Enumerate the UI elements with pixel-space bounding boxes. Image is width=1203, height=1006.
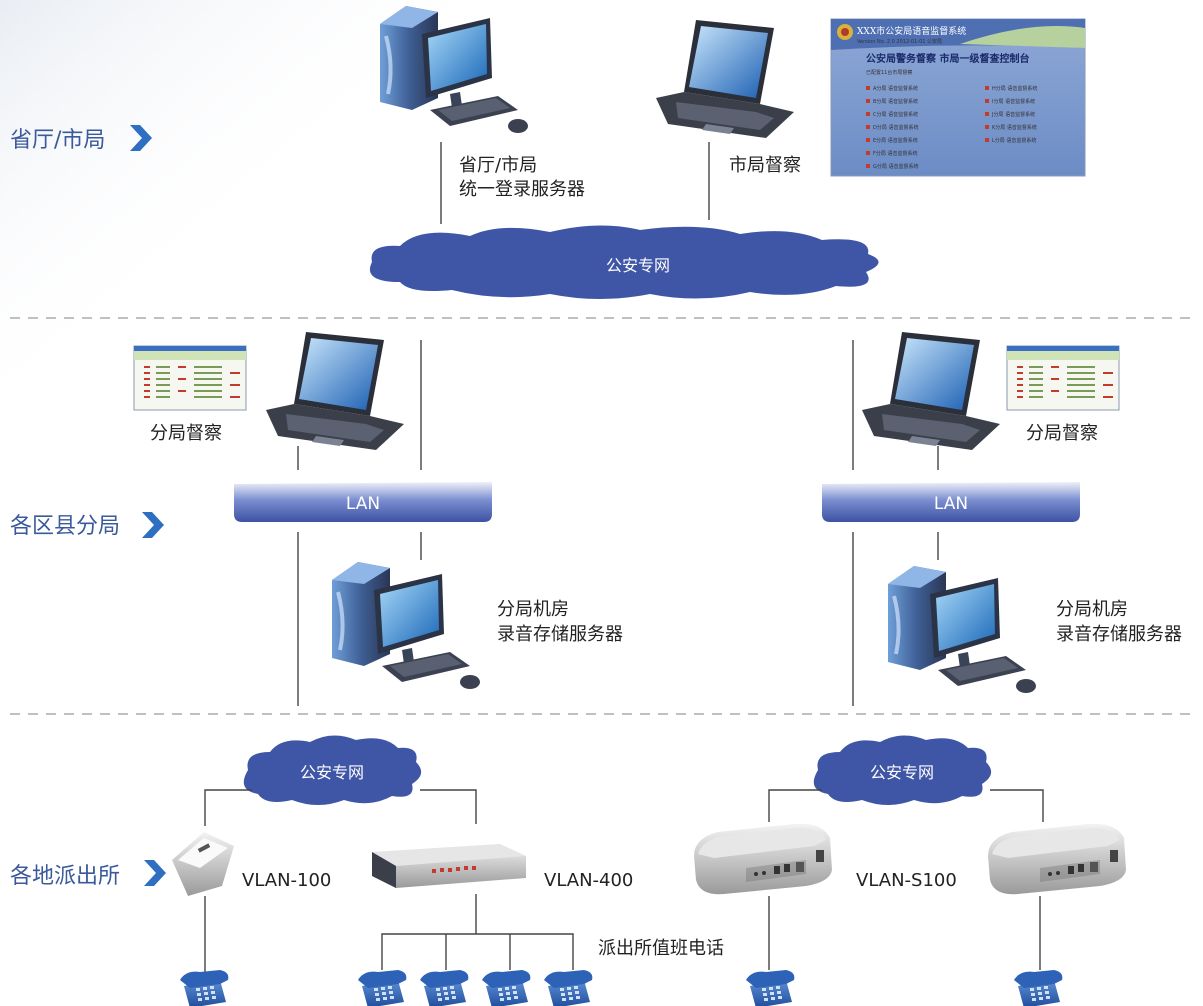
vlans100-label: VLAN-S100 — [856, 870, 957, 891]
telephone-icon — [180, 970, 229, 1006]
cloud-icon — [813, 735, 992, 805]
branch-server-right-computer-icon — [886, 564, 1038, 695]
tier-label-station-text: 各地派出所 — [10, 864, 120, 889]
telephone-icon — [482, 970, 531, 1006]
console-item: A分局 语音监督系统 — [873, 85, 918, 92]
top-cloud-label: 公安专网 — [606, 256, 670, 275]
console-item: K分局 语音监督系统 — [992, 124, 1037, 131]
console-caption: 已配置11台市局督察 — [866, 69, 912, 76]
console-item: G分局 语音监督系统 — [873, 163, 918, 170]
lan-bar-icon — [234, 482, 492, 522]
router-icon — [988, 823, 1126, 895]
station-cloud-right-label: 公安专网 — [870, 763, 934, 782]
console-item: H分局 语音监督系统 — [992, 85, 1037, 92]
tier-label-station: 各地派出所 — [10, 860, 166, 889]
console-item: C分局 语音监督系统 — [873, 111, 918, 118]
console-screenshot: XXX市公安局语音监督系统 Version No. 2.0 2012-01-01… — [830, 18, 1086, 177]
telephone-icon — [420, 970, 469, 1006]
link-cloud-router-left — [768, 789, 822, 822]
login-server-label-line2: 统一登录服务器 — [459, 179, 585, 200]
login-server-label-line1: 省厅/市局 — [459, 155, 537, 176]
duty-phones-label: 派出所值班电话 — [598, 938, 724, 959]
city-supervision-laptop-icon — [656, 20, 794, 138]
lan-bar-left: LAN — [234, 482, 492, 522]
telephone-icon — [746, 970, 795, 1006]
branch-server-left-label-line1: 分局机房 — [497, 599, 569, 620]
console-list-left: A分局 语音监督系统 B分局 语音监督系统 C分局 语音监督系统 D分局 语音监… — [866, 85, 918, 170]
cloud-icon — [243, 735, 422, 805]
router-icon — [694, 823, 832, 895]
vlan100-device — [172, 832, 234, 896]
branch-supervision-left-label: 分局督察 — [150, 423, 222, 444]
phone-bus — [381, 933, 574, 970]
chevron-right-icon — [144, 860, 166, 886]
tier-label-province: 省厅/市局 — [10, 125, 152, 153]
chevron-right-icon — [130, 125, 152, 151]
console-item: D分局 语音监督系统 — [873, 124, 918, 131]
station-cloud-left: 公安专网 — [243, 735, 422, 805]
telephone-icon — [1014, 970, 1063, 1006]
lan-right-label: LAN — [934, 494, 968, 514]
vlan400-device — [372, 844, 526, 888]
lan-left-label: LAN — [346, 494, 380, 514]
chevron-right-icon — [142, 512, 164, 538]
console-subtitle: Version No. 2.0 2012-01-01 公安局 — [857, 38, 942, 45]
vlan400-label: VLAN-400 — [544, 870, 633, 891]
console-item: B分局 语音监督系统 — [873, 98, 918, 105]
link-cloud-vlan100 — [204, 789, 252, 826]
console-item: J分局 语音监督系统 — [991, 111, 1035, 118]
console-item: E分局 语音监督系统 — [873, 137, 918, 144]
console-title: XXX市公安局语音监督系统 — [857, 25, 966, 37]
console-item: L分局 语音监督系统 — [992, 137, 1036, 144]
station-cloud-left-label: 公安专网 — [300, 763, 364, 782]
console-list-right: H分局 语音监督系统 I分局 语音监督系统 J分局 语音监督系统 K分局 语音监… — [985, 85, 1037, 144]
tier-label-province-text: 省厅/市局 — [10, 128, 105, 153]
branch-supervision-right-label: 分局督察 — [1026, 423, 1098, 444]
console-heading: 公安局警务督察 市局一级督查控制台 — [866, 52, 1029, 65]
lan-bar-icon — [822, 482, 1080, 522]
console-item: F分局 语音监督系统 — [873, 150, 917, 157]
branch-screenshot-left — [133, 345, 247, 411]
branch-screenshot-right — [1006, 345, 1120, 411]
branch-server-right-label-line2: 录音存储服务器 — [1056, 624, 1182, 645]
branch-supervision-laptop-right-icon — [862, 332, 1000, 450]
telephone-icon — [358, 970, 407, 1006]
top-cloud: 公安专网 — [369, 225, 879, 299]
branch-server-left-label-line2: 录音存储服务器 — [497, 624, 623, 645]
link-cloud-vlan400 — [420, 789, 477, 824]
branch-server-right-label-line1: 分局机房 — [1056, 599, 1128, 620]
tier-label-district-text: 各区县分局 — [10, 514, 120, 539]
tier-label-district: 各区县分局 — [10, 512, 164, 539]
city-supervision-label: 市局督察 — [729, 155, 801, 176]
branch-server-left-computer-icon — [330, 560, 482, 691]
cloud-icon — [369, 225, 879, 299]
link-cloud-router-right — [990, 789, 1044, 822]
telephone-icon — [544, 970, 593, 1006]
vlan100-label: VLAN-100 — [242, 870, 331, 891]
console-item: I分局 语音监督系统 — [992, 98, 1035, 105]
station-cloud-right: 公安专网 — [813, 735, 992, 805]
lan-bar-right: LAN — [822, 482, 1080, 522]
